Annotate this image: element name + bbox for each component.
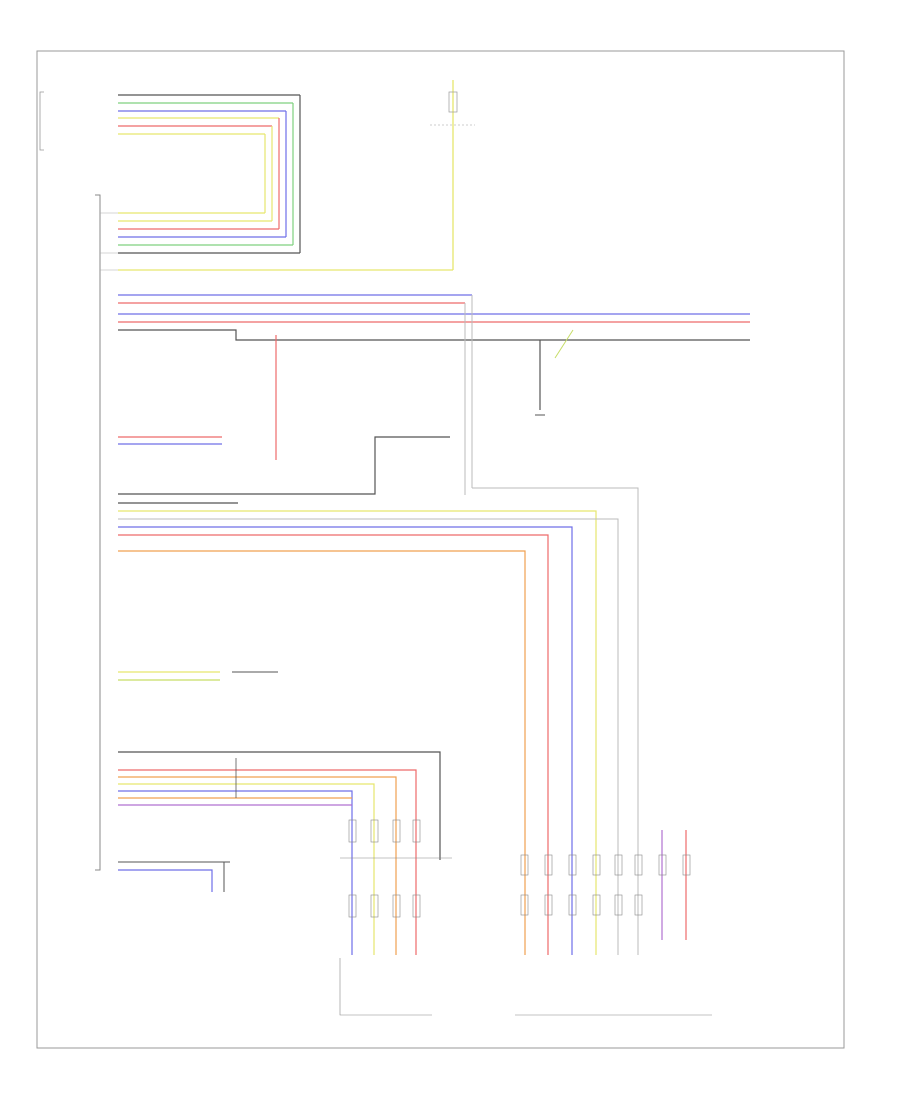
fuse-feed — [118, 80, 475, 271]
front-unit-connector — [339, 819, 432, 1016]
usb-harness-wires — [118, 212, 300, 254]
lower-left-wires — [118, 861, 230, 892]
sensor-pair-wires — [118, 671, 278, 681]
rear-unit-connector — [515, 830, 712, 1016]
pin-ticks — [100, 212, 118, 271]
diagram-frame — [36, 50, 845, 1049]
usb-port-connector — [39, 91, 301, 253]
module-connector — [95, 194, 101, 871]
front-unit-wires — [118, 751, 452, 955]
speaker-output-wires — [118, 487, 639, 955]
network-bus-wires — [118, 294, 750, 495]
audio-wires-1 — [118, 335, 450, 495]
